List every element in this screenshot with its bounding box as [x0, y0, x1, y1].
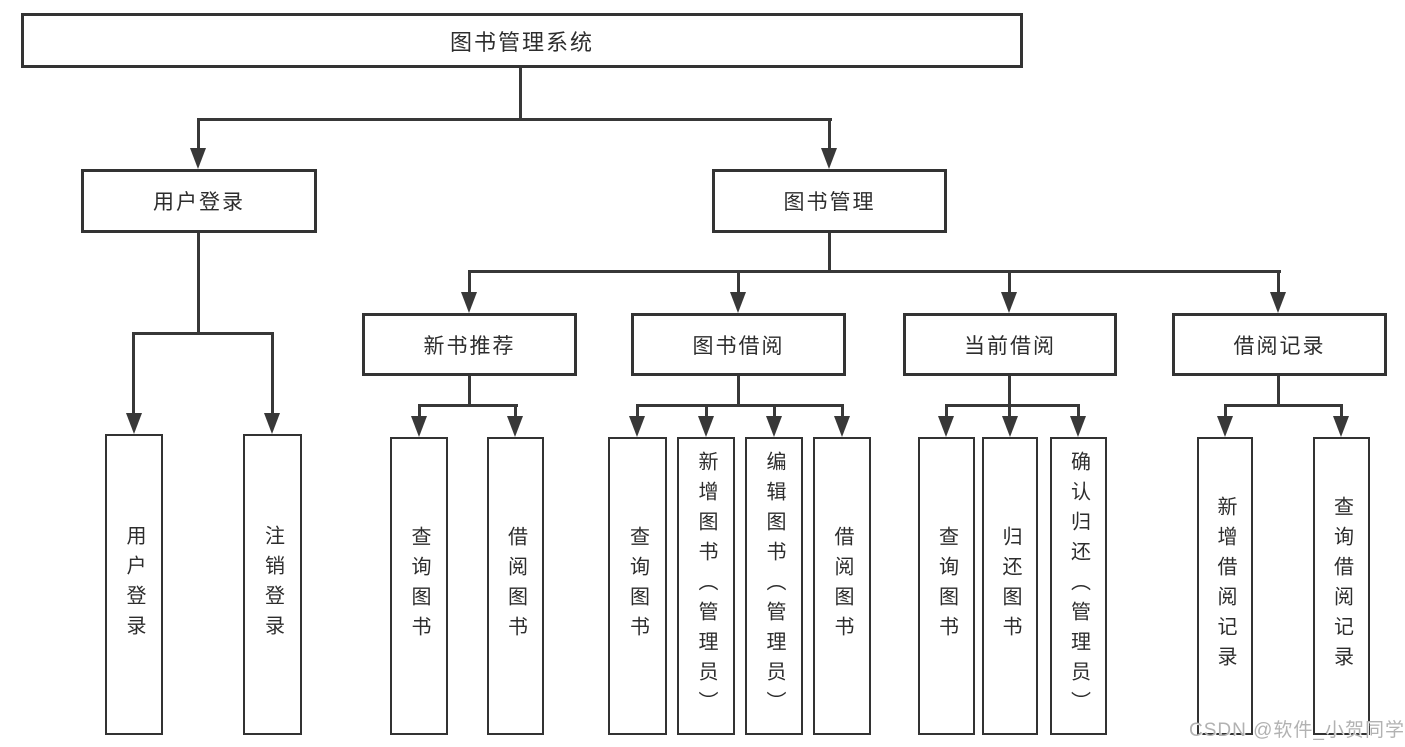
connector-line: [841, 407, 844, 419]
arrowhead-down-icon: [938, 416, 954, 437]
arrowhead-down-icon: [834, 416, 850, 437]
node-label: 借阅记录: [1233, 334, 1326, 358]
arrowhead-down-icon: [126, 413, 142, 434]
leaf-label: 查询图书: [626, 526, 649, 646]
leaf-label: 查询图书: [408, 526, 430, 646]
leaf-label: 确认归还（管理员）: [1067, 451, 1090, 721]
connector-line: [828, 121, 831, 152]
leaf-return-books: 归还图书: [982, 437, 1038, 735]
connector-line: [773, 407, 776, 419]
leaf-label: 新增图书（管理员）: [695, 451, 717, 721]
node-label: 图书借阅: [692, 334, 785, 358]
connector-line: [1277, 273, 1280, 297]
arrowhead-down-icon: [1070, 416, 1086, 437]
connector-line: [705, 407, 708, 419]
node-current-borrowing: 当前借阅: [903, 313, 1117, 376]
leaf-add-books-admin: 新增图书（管理员）: [677, 437, 735, 735]
leaf-query-books-2: 查询图书: [608, 437, 667, 735]
connector-line: [468, 273, 471, 297]
leaf-label: 新增借阅记录: [1214, 496, 1236, 676]
arrowhead-down-icon: [264, 413, 280, 434]
leaf-confirm-return-admin: 确认归还（管理员）: [1050, 437, 1107, 735]
leaf-query-books-3: 查询图书: [918, 437, 975, 735]
leaf-query-borrow-record: 查询借阅记录: [1313, 437, 1370, 735]
connector-line: [271, 335, 274, 415]
arrowhead-down-icon: [629, 416, 645, 437]
leaf-borrow-books-1: 借阅图书: [487, 437, 544, 735]
connector-line: [636, 404, 844, 407]
node-book-management: 图书管理: [712, 169, 947, 233]
leaf-borrow-books-2: 借阅图书: [813, 437, 871, 735]
leaf-label: 查询借阅记录: [1330, 496, 1353, 676]
connector-line: [945, 404, 1080, 407]
leaf-query-books-1: 查询图书: [390, 437, 448, 735]
node-user-login: 用户登录: [81, 169, 317, 233]
node-label: 新书推荐: [423, 334, 516, 358]
leaf-label: 注销登录: [261, 524, 284, 645]
connector-line: [1277, 376, 1280, 407]
connector-line: [636, 407, 639, 419]
connector-line: [1224, 404, 1343, 407]
connector-line: [737, 273, 740, 297]
node-label: 当前借阅: [964, 334, 1056, 358]
connector-line: [519, 68, 522, 121]
connector-line: [418, 407, 421, 419]
arrowhead-down-icon: [1333, 416, 1349, 437]
leaf-user-login: 用户登录: [105, 434, 163, 735]
leaf-add-borrow-record: 新增借阅记录: [1197, 437, 1253, 735]
arrowhead-down-icon: [821, 148, 837, 169]
csdn-watermark: CSDN @软件_小贺同学: [1189, 720, 1405, 741]
connector-line: [514, 407, 517, 419]
connector-line: [1077, 407, 1080, 419]
arrowhead-down-icon: [730, 292, 746, 313]
arrowhead-down-icon: [1270, 292, 1286, 313]
connector-line: [132, 335, 135, 415]
connector-line: [1008, 376, 1011, 407]
connector-line: [132, 332, 274, 335]
connector-line: [468, 376, 471, 407]
leaf-label: 用户登录: [123, 524, 145, 645]
arrowhead-down-icon: [411, 416, 427, 437]
arrowhead-down-icon: [461, 292, 477, 313]
node-label: 图书管理系统: [449, 29, 594, 55]
arrowhead-down-icon: [190, 148, 206, 169]
arrowhead-down-icon: [507, 416, 523, 437]
node-book-borrowing: 图书借阅: [631, 313, 846, 376]
connector-line: [945, 407, 948, 419]
arrowhead-down-icon: [698, 416, 714, 437]
connector-line: [737, 376, 740, 407]
node-label: 图书管理: [783, 191, 876, 214]
connector-line: [1008, 407, 1011, 419]
connector-line: [197, 233, 200, 335]
connector-line: [1224, 407, 1227, 419]
arrowhead-down-icon: [766, 416, 782, 437]
node-library-management-system: 图书管理系统: [21, 13, 1023, 68]
connector-line: [197, 118, 832, 121]
leaf-edit-books-admin: 编辑图书（管理员）: [745, 437, 803, 735]
connector-line: [418, 404, 518, 407]
leaf-label: 借阅图书: [831, 526, 853, 646]
connector-line: [828, 233, 831, 273]
connector-line: [468, 270, 1281, 273]
connector-line: [1008, 273, 1011, 297]
leaf-label: 借阅图书: [504, 526, 527, 646]
leaf-label: 查询图书: [935, 526, 958, 646]
connector-line: [197, 121, 200, 152]
arrowhead-down-icon: [1217, 416, 1233, 437]
arrowhead-down-icon: [1001, 292, 1017, 313]
connector-line: [1340, 407, 1343, 419]
arrowhead-down-icon: [1002, 416, 1018, 437]
node-new-book-recommend: 新书推荐: [362, 313, 577, 376]
node-borrowing-records: 借阅记录: [1172, 313, 1387, 376]
leaf-label: 归还图书: [999, 526, 1021, 646]
node-label: 用户登录: [153, 191, 245, 214]
leaf-logout: 注销登录: [243, 434, 302, 735]
leaf-label: 编辑图书（管理员）: [763, 451, 785, 721]
